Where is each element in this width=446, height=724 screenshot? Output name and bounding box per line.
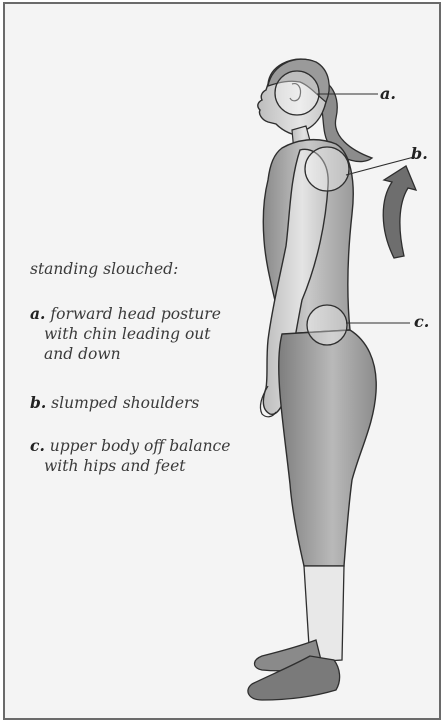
caption-key-b: b.: [30, 393, 46, 412]
callout-a: a.: [380, 84, 396, 103]
highlight-circle-head: [275, 71, 319, 115]
caption-a-line1: forward head posture: [50, 305, 221, 323]
caption-b-line1: slumped shoulders: [51, 394, 199, 412]
caption-heading: standing slouched:: [30, 259, 260, 279]
posture-arrow: [383, 166, 416, 258]
caption-key-c: c.: [30, 436, 45, 455]
caption-a-line3: and down: [30, 344, 260, 364]
caption-item-a: a. forward head posture with chin leadin…: [30, 304, 260, 364]
callout-c: c.: [414, 312, 429, 331]
caption-item-c: c. upper body off balance with hips and …: [30, 436, 260, 476]
caption-a-line2: with chin leading out: [30, 324, 260, 344]
caption-c-line1: upper body off balance: [50, 437, 231, 455]
highlight-circle-hips: [307, 305, 347, 345]
highlight-circle-shoulder: [305, 147, 349, 191]
callout-b: b.: [411, 144, 428, 163]
caption-c-line2: with hips and feet: [30, 456, 260, 476]
caption-item-b: b. slumped shoulders: [30, 393, 260, 413]
leggings-shape: [279, 330, 377, 566]
caption-key-a: a.: [30, 304, 45, 323]
